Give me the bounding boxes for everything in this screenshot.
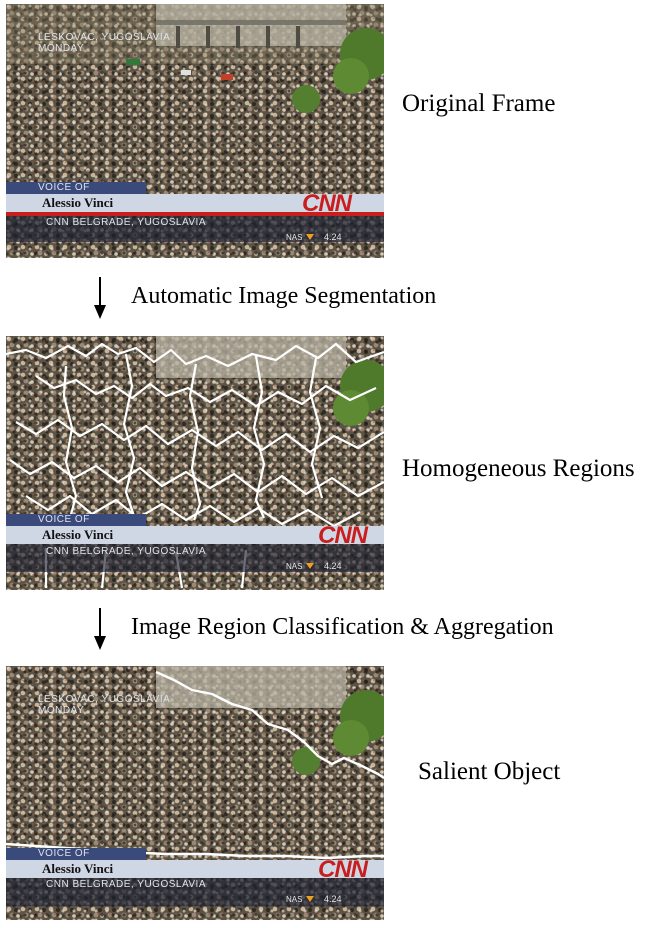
place-bar: [6, 216, 384, 242]
ticker-down-arrow-icon: [306, 234, 314, 240]
original-frame-image: LESKOVAC, YUGOSLAVIA MONDAY VOICE OF Ale…: [6, 4, 384, 258]
ticker-value: 4.24: [324, 561, 342, 571]
reporter-name: Alessio Vinci: [42, 861, 114, 876]
reporter-name: Alessio Vinci: [42, 195, 114, 210]
ticker-down-arrow-icon: [306, 896, 314, 902]
name-plate-red-rule: [6, 212, 384, 216]
segmented-frame-image: VOICE OF Alessio Vinci CNN CNN BELGRADE,…: [6, 336, 384, 590]
crowd-image: [6, 4, 384, 258]
caption-original-frame: Original Frame: [402, 90, 556, 117]
name-plate: [6, 860, 384, 878]
ticker-value: 4.24: [324, 894, 342, 904]
location-text-line1: LESKOVAC, YUGOSLAVIA: [38, 32, 171, 43]
voice-of-label: VOICE OF: [38, 514, 90, 525]
place-bar: [6, 878, 384, 906]
caption-homogeneous-regions: Homogeneous Regions: [402, 455, 635, 482]
cnn-logo: CNN: [302, 190, 352, 217]
place-text: CNN BELGRADE, YUGOSLAVIA: [46, 217, 207, 228]
place-text: CNN BELGRADE, YUGOSLAVIA: [46, 546, 207, 557]
salient-object-frame-image: LESKOVAC, YUGOSLAVIA MONDAY VOICE OF Ale…: [6, 666, 384, 920]
down-arrow-icon: [94, 277, 106, 319]
ticker-down-arrow-icon: [306, 563, 314, 569]
name-plate: [6, 194, 384, 212]
step-automatic-segmentation: Automatic Image Segmentation: [131, 283, 437, 309]
lower-third-voice-bar: [6, 848, 146, 860]
voice-of-label: VOICE OF: [38, 848, 90, 859]
salient-object-boundary: [6, 670, 384, 860]
down-arrow-icon: [94, 608, 106, 650]
voice-of-label: VOICE OF: [38, 182, 90, 193]
location-text-line1: LESKOVAC, YUGOSLAVIA: [38, 694, 171, 705]
location-text-line2: MONDAY: [38, 705, 85, 716]
location-text-line2: MONDAY: [38, 43, 85, 54]
place-bar: [6, 544, 384, 572]
name-plate: [6, 526, 384, 544]
ticker-label: NAS: [286, 562, 303, 571]
lower-third-voice-bar: [6, 182, 146, 194]
ticker-label: NAS: [286, 233, 303, 242]
caption-salient-object: Salient Object: [418, 758, 561, 785]
ticker-label: NAS: [286, 895, 303, 904]
step-region-classification: Image Region Classification & Aggregatio…: [131, 614, 554, 640]
place-text: CNN BELGRADE, YUGOSLAVIA: [46, 879, 207, 890]
ticker-value: 4.24: [324, 232, 342, 242]
lower-third-voice-bar: [6, 514, 146, 526]
reporter-name: Alessio Vinci: [42, 527, 114, 542]
